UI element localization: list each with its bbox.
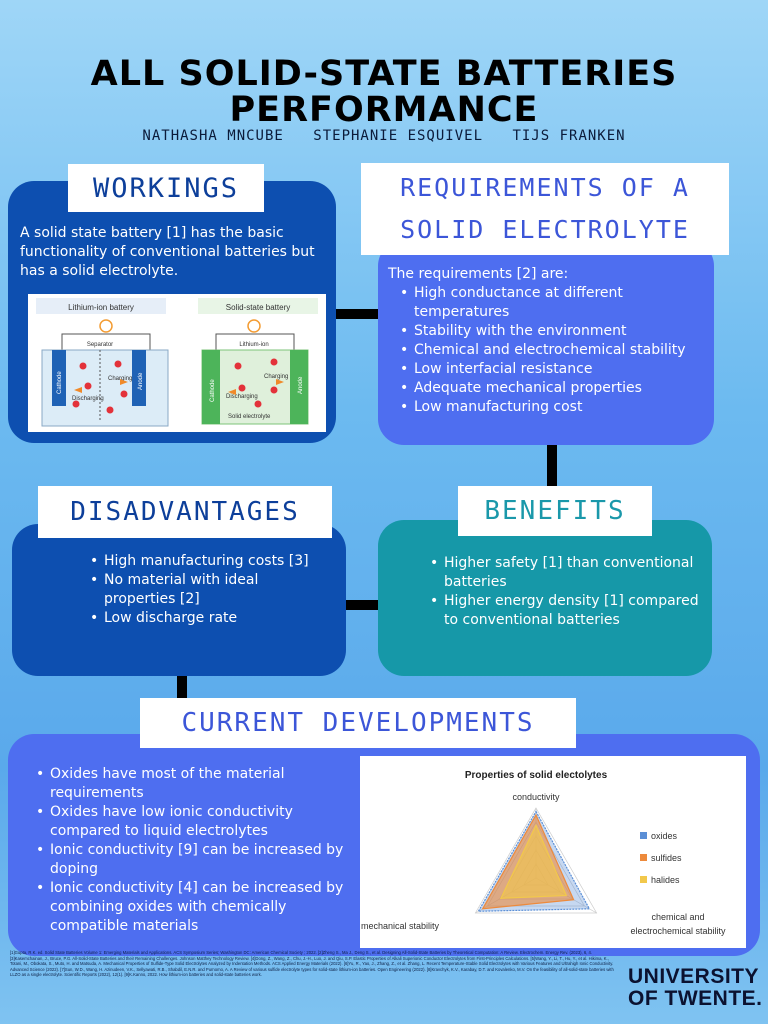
poster-title-line1: ALL SOLID-STATE BATTERIES [90,54,678,94]
list-item: High manufacturing costs [3] [80,552,310,571]
list-item: Oxides have most of the material require… [26,765,356,803]
chart-title: Properties of solid electolytes [465,770,608,781]
axis-label-conductivity: conductivity [512,792,560,802]
radar-series [477,810,591,912]
radar-chart: Properties of solid electolytes conducti… [360,756,746,948]
diagram-right-cathode: Cathode [210,379,216,402]
logo-line1: UNIVERSITY [628,965,760,988]
disadvantages-heading: DISADVANTAGES [70,497,300,527]
diagram-separator-label: Separator [87,342,113,348]
list-item: No material with ideal properties [2] [80,571,310,609]
bulb-icon-2 [247,319,261,333]
list-item: Higher safety [1] than conventional batt… [420,554,700,592]
author-1: NATHASHA MNCUBE [142,128,284,144]
list-item: Chemical and electrochemical stability [390,341,712,360]
requirements-intro: The requirements [2] are: [388,266,569,282]
references: [1]Gupta, R.K. ed. Solid State Batteries… [10,950,614,978]
connector-disadvantages-benefits [345,600,379,610]
battery-diagram-svg: Lithium-ion battery Solid-state battery … [36,298,318,427]
author-3: TIJS FRANKEN [512,128,626,144]
list-item: Low interfacial resistance [390,360,712,379]
list-item: Ionic conductivity [9] can be increased … [26,841,356,879]
connector-disadvantages-developments [177,676,187,698]
workings-heading-box: WORKINGS [68,164,264,212]
list-item: Oxides have low ionic conductivity compa… [26,803,356,841]
workings-text: A solid state battery [1] has the basic … [20,225,315,279]
university-logo: UNIVERSITY OF TWENTE. [628,966,763,1010]
disadvantages-panel: High manufacturing costs [3] No material… [12,524,346,676]
benefits-heading-box: BENEFITS [458,486,652,536]
list-item: Ionic conductivity [4] can be increased … [26,879,356,936]
workings-panel: A solid state battery [1] has the basic … [8,181,336,443]
battery-diagram: Lithium-ion battery Solid-state battery … [28,294,326,432]
list-item: Stability with the environment [390,322,712,341]
list-item: High conductance at different temperatur… [390,284,712,322]
legend-sulfides: sulfides [651,853,682,863]
diagram-left-discharging: Discharging [72,396,104,402]
connector-workings-requirements [336,309,378,319]
diagram-right-anode: Anode [298,376,304,394]
radar-chart-svg: Properties of solid electolytes conducti… [361,770,726,936]
disadvantages-list: High manufacturing costs [3] No material… [80,552,310,628]
developments-panel: Oxides have most of the material require… [8,734,760,956]
diagram-left-anode: Anode [138,372,144,390]
connector-requirements-benefits [547,444,557,488]
requirements-list: High conductance at different temperatur… [390,284,712,417]
axis-label-mechanical: mechanical stability [361,921,440,931]
diagram-right-title: Solid-state battery [226,303,290,312]
disadvantages-heading-box: DISADVANTAGES [38,486,332,538]
requirements-panel: The requirements [2] are: High conductan… [378,240,714,445]
benefits-list: Higher safety [1] than conventional batt… [420,554,700,630]
poster-title-line2: PERFORMANCE [229,90,539,130]
legend-swatch-oxides [640,832,647,839]
list-item: Low manufacturing cost [390,398,712,417]
developments-heading: CURRENT DEVELOPMENTS [181,708,535,738]
list-item: Adequate mechanical properties [390,379,712,398]
author-2: STEPHANIE ESQUIVEL [313,128,483,144]
legend-swatch-halides [640,876,647,883]
benefits-heading: BENEFITS [484,496,626,526]
requirements-heading-line1: REQUIREMENTS OF A [400,173,690,202]
list-item: Low discharge rate [80,609,310,628]
developments-heading-box: CURRENT DEVELOPMENTS [140,698,576,748]
workings-heading: WORKINGS [92,172,240,204]
diagram-left-charging: Charging [108,376,132,382]
benefits-panel: Higher safety [1] than conventional batt… [378,520,712,676]
axis-label-chemical-1: chemical and [651,912,704,922]
developments-list: Oxides have most of the material require… [26,765,356,936]
diagram-left-cathode: Cathode [57,371,63,394]
diagram-left-title: Lithium-ion battery [68,303,134,312]
legend-oxides: oxides [651,831,678,841]
axis-label-chemical-2: electrochemical stability [630,926,726,936]
requirements-heading-line2: SOLID ELECTROLYTE [400,215,690,244]
logo-line2: OF TWENTE. [628,987,763,1010]
bulb-icon [99,319,113,333]
list-item: Higher energy density [1] compared to co… [420,592,700,630]
diagram-lithium-ion-label: Lithium-ion [239,342,268,348]
legend-halides: halides [651,875,680,885]
radar-grid-ring [474,807,598,914]
authors: NATHASHA MNCUBE STEPHANIE ESQUIVEL TIJS … [0,128,768,144]
diagram-right-charging: Charging [264,374,288,380]
diagram-right-discharging: Discharging [226,394,258,400]
requirements-heading-box: REQUIREMENTS OF A SOLID ELECTROLYTE [361,163,729,255]
diagram-solid-electrolyte: Solid electrolyte [228,414,271,420]
radar-series-halides [499,824,568,899]
legend-swatch-sulfides [640,854,647,861]
